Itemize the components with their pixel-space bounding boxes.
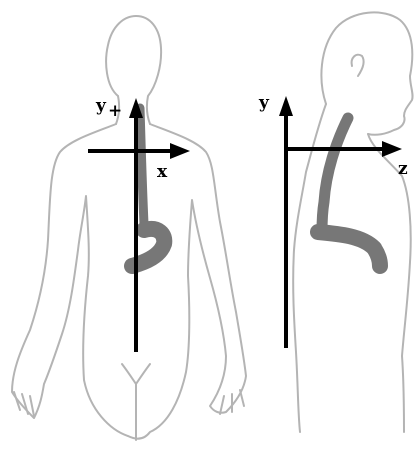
front-x-axis-arrowhead [170,143,190,159]
side-stomach [318,232,380,266]
side-esophagus [322,118,348,232]
side-y-axis-arrowhead [279,96,293,116]
side-body-outline [293,12,412,432]
side-view: y z [258,12,413,432]
side-head-outline [321,12,412,134]
side-axes: y z [258,93,408,348]
front-esophagus [140,108,144,224]
side-y-axis-label: y [258,93,270,113]
front-view: y + x [12,16,246,440]
front-y-axis-subscript: + [108,101,122,121]
front-body-silhouette [12,124,246,439]
front-y-axis-label: y [95,96,107,116]
side-ear [352,55,364,76]
side-back-outline [293,104,326,432]
front-x-axis-label: x [157,162,168,182]
front-legs-split [122,364,150,384]
side-z-axis-arrowhead [382,141,402,157]
front-body-outline [12,16,246,440]
front-right-hand-fingers [220,390,244,414]
side-z-axis-label: z [398,159,408,179]
front-left-hand-fingers [14,392,34,416]
